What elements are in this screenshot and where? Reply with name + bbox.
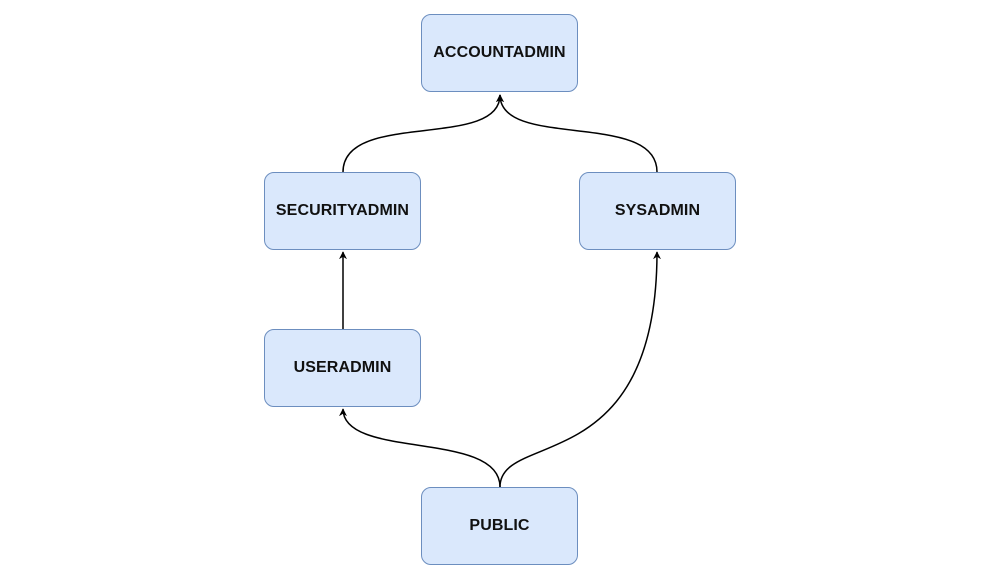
node-label-useradmin: USERADMIN [293,359,392,376]
edge-sysadmin-to-accountadmin [496,94,658,173]
node-label-accountadmin: ACCOUNTADMIN [433,44,566,61]
node-sysadmin: SYSADMIN [579,172,736,250]
node-accountadmin: ACCOUNTADMIN [421,14,578,92]
edge-public-to-useradmin [339,408,501,488]
node-label-sysadmin: SYSADMIN [614,202,701,219]
node-label-public: PUBLIC [469,517,530,534]
node-useradmin: USERADMIN [264,329,421,407]
edge-public-to-sysadmin [499,251,661,488]
node-label-securityadmin: SECURITYADMIN [275,202,410,219]
node-securityadmin: SECURITYADMIN [264,172,421,250]
node-public: PUBLIC [421,487,578,565]
edge-securityadmin-to-accountadmin [342,94,504,173]
